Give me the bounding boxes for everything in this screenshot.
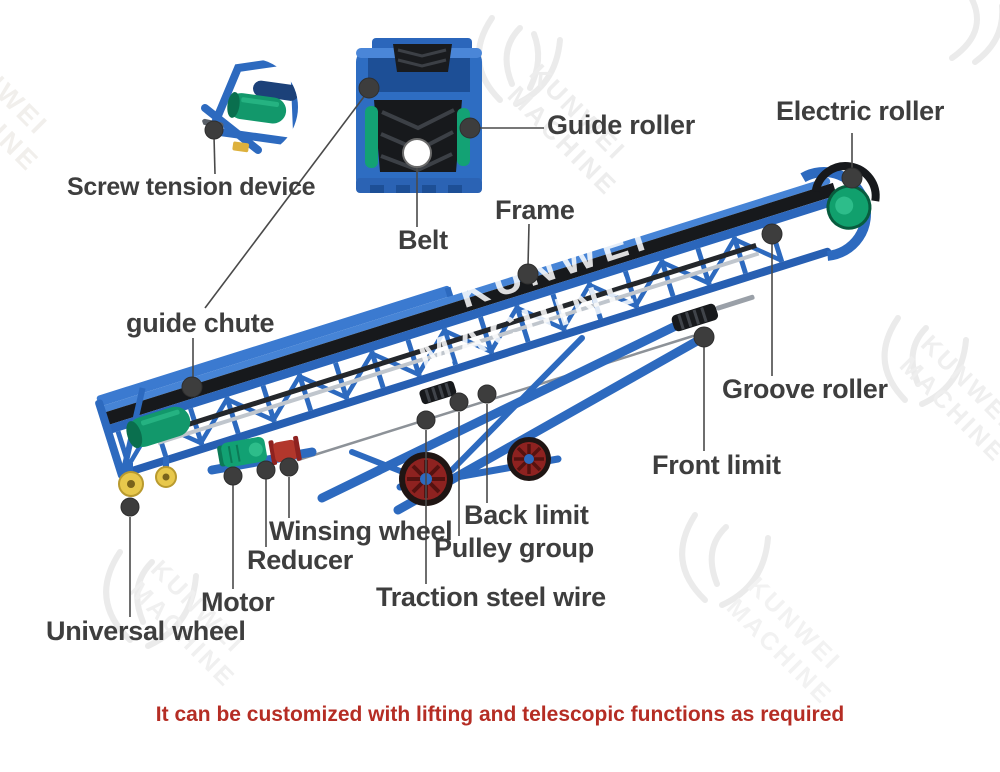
label-pulley-group: Pulley group bbox=[434, 533, 594, 563]
label-guide-chute: guide chute bbox=[126, 308, 275, 338]
label-winsing-wheel: Winsing wheel bbox=[269, 516, 453, 546]
label-belt: Belt bbox=[398, 225, 448, 255]
label-guide-roller: Guide roller bbox=[547, 110, 695, 140]
kunwei-logo-icon bbox=[103, 0, 1000, 649]
callout-dot-frame bbox=[517, 263, 539, 285]
motor-body bbox=[217, 436, 267, 468]
callout-dot-front-limit bbox=[693, 326, 715, 348]
label-traction-steel-wire: Traction steel wire bbox=[376, 582, 606, 612]
callout-line-screw-tension bbox=[213, 135, 216, 175]
callout-ring-belt bbox=[402, 138, 432, 168]
callout-dot-motor bbox=[223, 466, 243, 486]
inset-belt-section bbox=[356, 38, 482, 193]
back-limit-spring bbox=[419, 380, 457, 405]
winsing-drum bbox=[268, 435, 302, 466]
callout-dot-screw-tension bbox=[204, 120, 224, 140]
universal-wheels bbox=[118, 457, 177, 497]
callout-dot-guide-chute bbox=[181, 376, 203, 398]
label-screw-tension-device: Screw tension device bbox=[67, 173, 316, 201]
label-groove-roller: Groove roller bbox=[722, 374, 888, 404]
caption-text: It can be customized with lifting and te… bbox=[155, 703, 845, 726]
callout-dot-reducer bbox=[256, 460, 276, 480]
pulley-wheel-small bbox=[507, 437, 551, 481]
callout-dot-traction-steel-wire bbox=[416, 410, 436, 430]
drive-group bbox=[207, 435, 317, 475]
truss-diagonals bbox=[126, 236, 782, 468]
belt-strip bbox=[101, 182, 837, 426]
label-electric-roller: Electric roller bbox=[776, 96, 945, 126]
label-motor: Motor bbox=[201, 587, 275, 617]
callout-dot-pulley-group bbox=[449, 392, 469, 412]
front-limit-spring bbox=[671, 294, 755, 332]
callout-dot-winsing-wheel bbox=[279, 457, 299, 477]
callout-dot-electric-roller bbox=[841, 167, 863, 189]
callout-dot-back-limit bbox=[477, 384, 497, 404]
callout-dot-guide-roller bbox=[459, 117, 481, 139]
callout-dot-guide-chute-inset bbox=[358, 77, 380, 99]
callout-dot-groove-roller bbox=[761, 223, 783, 245]
conveyor-truss bbox=[95, 162, 880, 479]
label-frame: Frame bbox=[495, 195, 575, 225]
label-reducer: Reducer bbox=[247, 545, 353, 575]
guide-chute-board bbox=[96, 285, 452, 407]
label-universal-wheel: Universal wheel bbox=[46, 616, 246, 646]
tail-drum bbox=[126, 406, 191, 449]
callout-line-guide-chute-inset bbox=[204, 89, 370, 309]
label-front-limit: Front limit bbox=[652, 450, 781, 480]
label-back-limit: Back limit bbox=[464, 500, 589, 530]
callout-dot-universal-wheel bbox=[120, 497, 140, 517]
head-pulley bbox=[800, 162, 880, 261]
callout-line-frame bbox=[527, 223, 530, 267]
guide-roller-left bbox=[365, 106, 378, 168]
